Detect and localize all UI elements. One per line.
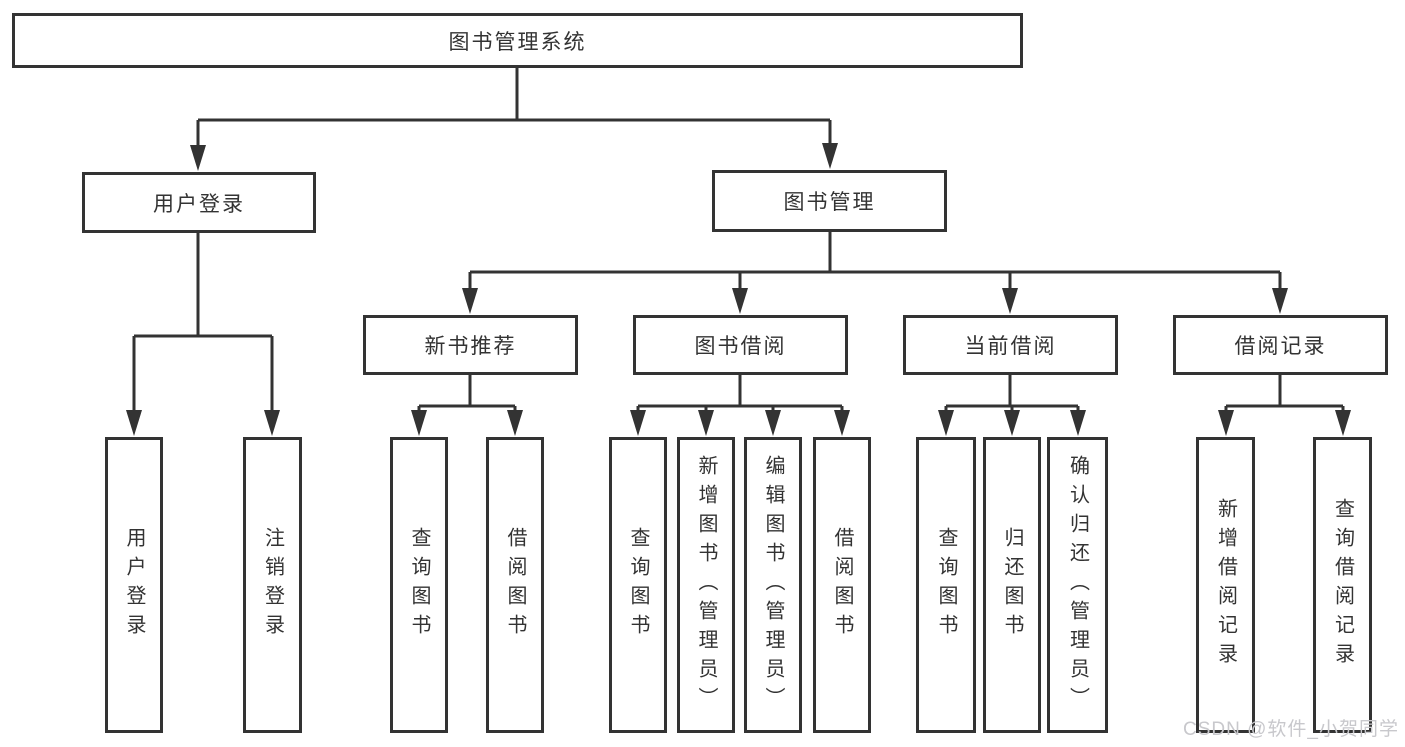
node-new-book-recommend-label: 新书推荐 <box>424 335 517 358</box>
node-new-book-recommend: 新书推荐 <box>363 315 578 375</box>
csdn-watermark: CSDN @软件_小贺同学 <box>1183 719 1399 740</box>
arrowhead-icon <box>264 410 280 436</box>
node-book-borrow: 图书借阅 <box>633 315 848 375</box>
leaf-borrow-edit-books-admin-label: 编辑图书（管理员） <box>762 454 784 716</box>
connector-new-book-recommend <box>417 375 517 414</box>
arrowhead-icon <box>834 410 850 436</box>
leaf-borrow-add-books-admin: 新增图书（管理员） <box>677 437 735 733</box>
leaf-newbook-query-books: 查询图书 <box>390 437 448 733</box>
arrowhead-icon <box>462 288 478 314</box>
arrowhead-icon <box>822 143 838 169</box>
connector-root-level2 <box>196 68 832 150</box>
leaf-borrow-borrow-books: 借阅图书 <box>813 437 871 733</box>
leaf-user-login-label: 用户登录 <box>123 527 145 643</box>
node-user-login-label: 用户登录 <box>153 192 245 216</box>
leaf-current-query-books-label: 查询图书 <box>935 527 957 643</box>
arrowhead-icon <box>765 410 781 436</box>
node-root-label: 图书管理系统 <box>448 30 587 54</box>
connector-current-borrow <box>944 375 1080 414</box>
leaf-current-confirm-return-admin: 确认归还（管理员） <box>1047 437 1108 733</box>
leaf-records-add-record: 新增借阅记录 <box>1196 437 1255 733</box>
arrowhead-icon <box>938 410 954 436</box>
leaf-borrow-query-books: 查询图书 <box>609 437 667 733</box>
leaf-newbook-borrow-books-label: 借阅图书 <box>504 527 526 643</box>
node-user-login: 用户登录 <box>82 172 316 233</box>
leaf-logout: 注销登录 <box>243 437 302 733</box>
leaf-current-confirm-return-admin-label: 确认归还（管理员） <box>1066 454 1089 716</box>
arrowhead-icon <box>1218 410 1234 436</box>
node-book-management-label: 图书管理 <box>783 191 876 214</box>
arrowhead-icon <box>1004 410 1020 436</box>
leaf-current-return-books-label: 归还图书 <box>1001 527 1023 643</box>
connector-book-borrow <box>636 375 844 414</box>
arrowhead-icon <box>411 410 427 436</box>
arrowhead-icon <box>732 288 748 314</box>
arrowhead-icon <box>126 410 142 436</box>
leaf-borrow-borrow-books-label: 借阅图书 <box>831 527 853 643</box>
leaf-newbook-borrow-books: 借阅图书 <box>486 437 544 733</box>
leaf-borrow-query-books-label: 查询图书 <box>627 527 649 643</box>
arrowhead-icon <box>1070 410 1086 436</box>
arrowhead-icon <box>1272 288 1288 314</box>
arrowhead-icon <box>630 410 646 436</box>
leaf-records-query-record: 查询借阅记录 <box>1313 437 1372 733</box>
arrowhead-icon <box>1335 410 1351 436</box>
node-borrow-records: 借阅记录 <box>1173 315 1388 375</box>
node-current-borrow-label: 当前借阅 <box>964 335 1057 358</box>
node-book-borrow-label: 图书借阅 <box>694 335 787 358</box>
leaf-records-query-record-label: 查询借阅记录 <box>1331 498 1354 672</box>
leaf-current-return-books: 归还图书 <box>983 437 1041 733</box>
leaf-records-add-record-label: 新增借阅记录 <box>1214 498 1237 672</box>
connector-borrow-records <box>1224 375 1345 414</box>
leaf-current-query-books: 查询图书 <box>916 437 976 733</box>
leaf-borrow-edit-books-admin: 编辑图书（管理员） <box>744 437 802 733</box>
node-current-borrow: 当前借阅 <box>903 315 1118 375</box>
node-borrow-records-label: 借阅记录 <box>1234 335 1327 358</box>
leaf-newbook-query-books-label: 查询图书 <box>408 527 430 643</box>
connector-user-login <box>132 233 274 414</box>
leaf-user-login: 用户登录 <box>105 437 163 733</box>
node-root: 图书管理系统 <box>12 13 1023 68</box>
leaf-logout-label: 注销登录 <box>261 527 284 643</box>
leaf-borrow-add-books-admin-label: 新增图书（管理员） <box>695 454 717 716</box>
connector-book-management <box>468 232 1282 292</box>
arrowhead-icon <box>507 410 523 436</box>
arrowhead-icon <box>698 410 714 436</box>
arrowhead-icon <box>190 145 206 171</box>
arrowhead-icon <box>1002 288 1018 314</box>
node-book-management: 图书管理 <box>712 170 947 232</box>
